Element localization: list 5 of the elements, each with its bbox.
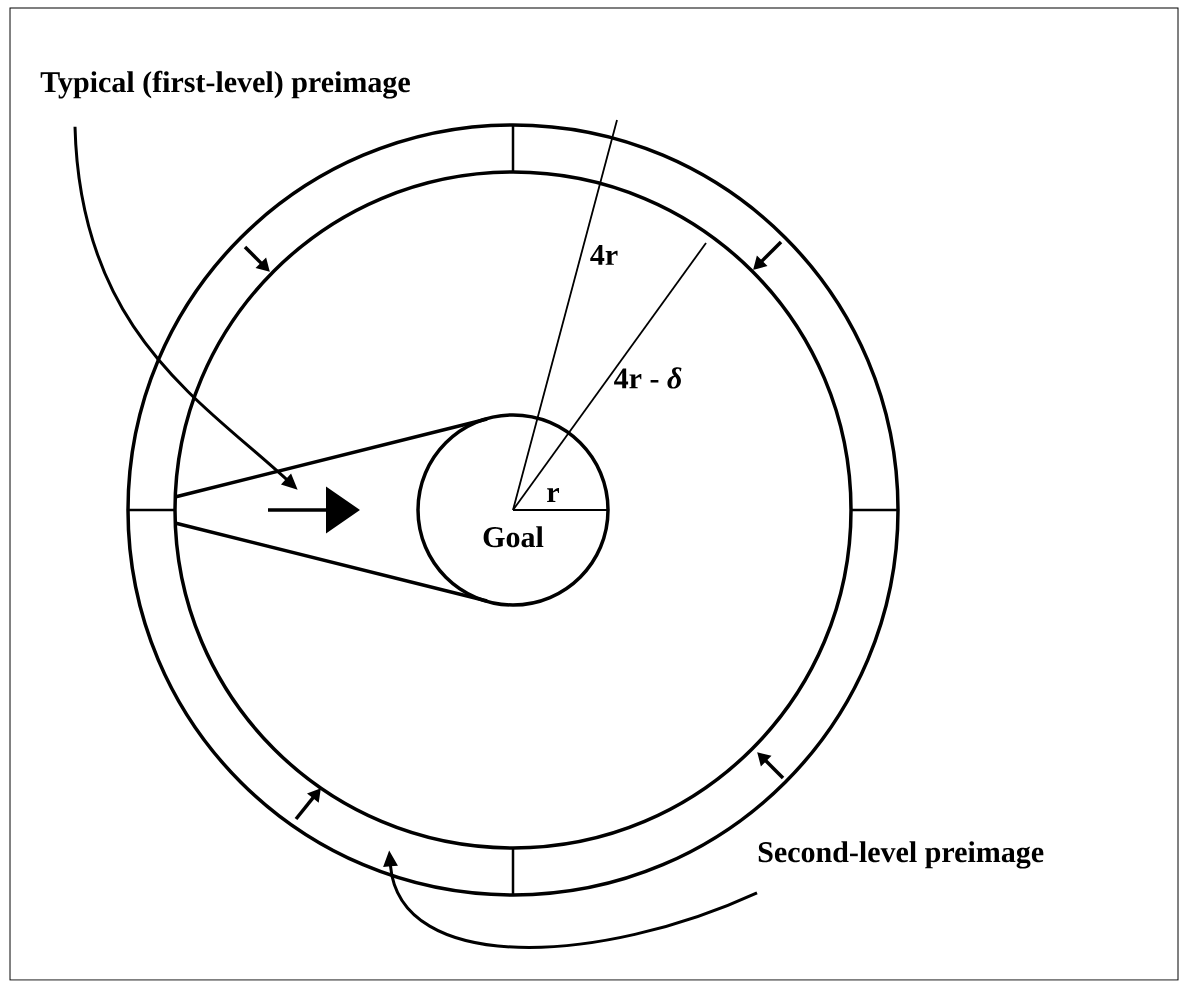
- dimension-label: 4r: [590, 245, 618, 265]
- caption-text: Typical (first-level) preimage: [40, 70, 410, 99]
- dimension-label: r: [547, 487, 559, 503]
- caption-text: Second-level preimage: [758, 841, 1044, 869]
- dimension-label: 4r - δ: [614, 367, 682, 389]
